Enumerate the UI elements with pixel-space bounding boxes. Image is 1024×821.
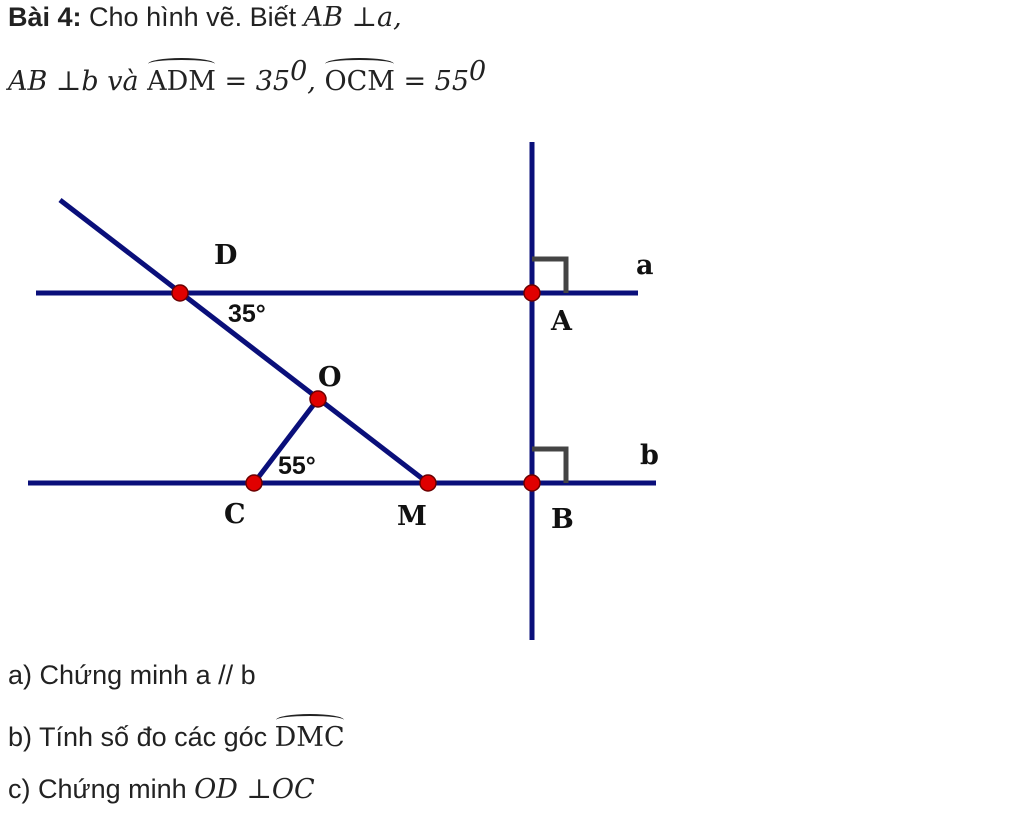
problem-statement-line-1: Bài 4: Cho hình vẽ. Biết AB ⊥a,	[8, 2, 402, 33]
label-line-a: a	[636, 250, 654, 281]
angle-label-adm: 35°	[228, 300, 266, 328]
problem-label: Bài 4:	[8, 2, 82, 32]
label-a: A	[550, 306, 573, 337]
point-d	[171, 284, 189, 302]
angle-dmc-symbol: DMC	[275, 714, 345, 753]
label-o: O	[318, 362, 342, 393]
label-line-b: b	[640, 440, 659, 471]
point-o	[309, 390, 327, 408]
given-ab-perp-a: AB ⊥a,	[303, 2, 402, 33]
given-ab-perp-b: AB ⊥b	[8, 66, 99, 97]
right-angle-mark-b	[532, 446, 569, 483]
angle-adm-symbol: ADM	[147, 58, 216, 97]
angle-ocm-value: = 55	[394, 66, 470, 97]
angle-adm-value: = 35	[215, 66, 291, 97]
point-c	[245, 474, 263, 492]
degree-superscript-1: 0	[290, 56, 308, 87]
segment-oc	[252, 397, 320, 485]
point-b	[523, 474, 541, 492]
intro-text: Cho hình vẽ. Biết	[81, 2, 304, 32]
point-m	[419, 474, 437, 492]
label-b: B	[551, 504, 574, 535]
and-text: và	[98, 66, 148, 97]
right-angle-mark-a	[532, 256, 569, 293]
question-b: b) Tính số đo các góc DMC	[8, 714, 345, 753]
angle-label-ocm: 55°	[278, 452, 316, 480]
label-m: M	[397, 501, 427, 532]
degree-superscript-2: 0	[469, 56, 487, 87]
problem-statement-line-2: AB ⊥b và ADM = 350, OCM = 550	[8, 56, 486, 97]
label-c: C	[224, 499, 246, 530]
comma: ,	[307, 66, 325, 97]
question-b-text: b) Tính số đo các góc	[8, 722, 275, 752]
question-a: a) Chứng minh a // b	[8, 660, 256, 690]
angle-ocm-symbol: OCM	[324, 58, 395, 97]
question-c-text: c) Chứng minh	[8, 774, 195, 804]
question-c: c) Chứng minh OD ⊥OC	[8, 774, 315, 805]
line-dm	[58, 198, 430, 485]
od-perp-oc: OD ⊥OC	[194, 774, 315, 805]
point-a	[523, 284, 541, 302]
label-d: D	[214, 240, 237, 271]
